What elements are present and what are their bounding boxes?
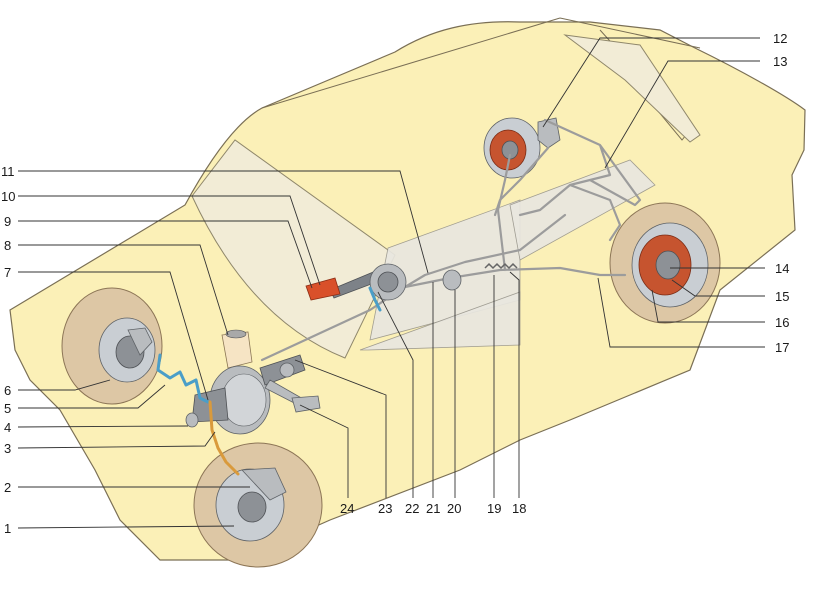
callout-2: 2: [4, 480, 11, 495]
rear-brake-line-blue: [368, 286, 382, 312]
callout-10: 10: [1, 189, 15, 204]
callout-9: 9: [4, 214, 11, 229]
rear-left-wheel: [609, 202, 721, 324]
callout-16: 16: [775, 315, 789, 330]
leader-lines: [17, 37, 765, 529]
handbrake-lever: [305, 263, 407, 301]
callout-7: 7: [4, 265, 11, 280]
front-left-wheel: [61, 287, 163, 405]
callout-13: 13: [773, 54, 787, 69]
windscreen: [191, 139, 396, 359]
rear-window: [563, 34, 701, 143]
main-brake-line: [260, 213, 567, 362]
callout-8: 8: [4, 238, 11, 253]
pedal-assembly: [259, 354, 321, 413]
callout-20: 20: [447, 501, 461, 516]
callout-18: 18: [512, 501, 526, 516]
callout-12: 12: [773, 31, 787, 46]
callout-5: 5: [4, 401, 11, 416]
callout-17: 17: [775, 340, 789, 355]
cable-guide-roller: [442, 269, 462, 291]
callout-24: 24: [340, 501, 354, 516]
rear-right-drum: [483, 117, 541, 179]
callout-23: 23: [378, 501, 392, 516]
callout-11: 11: [1, 164, 15, 179]
front-left-brake-line: [156, 353, 210, 404]
handbrake-cables: [388, 153, 627, 292]
callout-21: 21: [426, 501, 440, 516]
callout-6: 6: [4, 383, 11, 398]
floor-panel-rear: [509, 159, 656, 261]
rear-brake-pipes: [493, 118, 642, 242]
callout-14: 14: [775, 261, 789, 276]
callout-19: 19: [487, 501, 501, 516]
callout-4: 4: [4, 420, 11, 435]
callout-3: 3: [4, 441, 11, 456]
callout-22: 22: [405, 501, 419, 516]
front-right-brake-line: [208, 400, 240, 476]
callout-15: 15: [775, 289, 789, 304]
adjuster-spring: [484, 262, 518, 270]
front-right-wheel: [193, 442, 323, 568]
callout-1: 1: [4, 521, 11, 536]
